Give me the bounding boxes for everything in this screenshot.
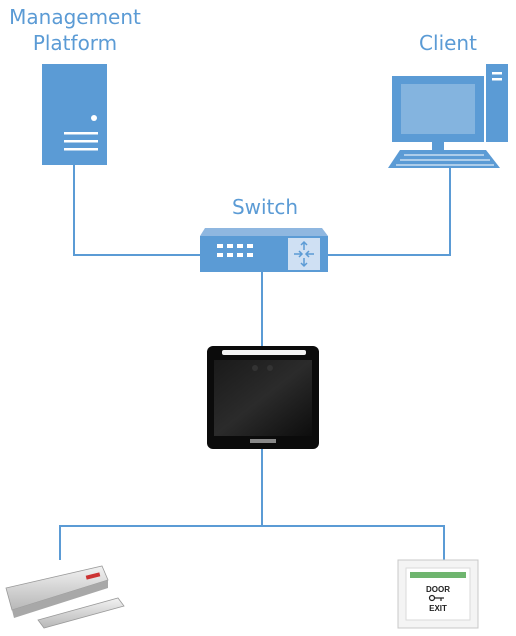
line-server-switch [73,165,208,256]
line-client-switch [320,168,451,256]
face-recognition-terminal-icon [207,346,319,449]
server-icon [42,64,107,165]
management-platform-label: Management Platform [0,4,150,56]
client-label: Client [419,31,477,55]
management-platform-label-line2: Platform [32,31,118,55]
connection-lines [59,165,451,560]
network-switch-icon [200,228,328,272]
desktop-computer-icon [388,64,508,168]
exit-button-door-text: DOOR [426,585,450,594]
exit-button-exit-text: EXIT [429,604,447,613]
line-bus [59,525,445,560]
magnetic-lock-icon [5,565,125,629]
switch-label: Switch [231,195,299,219]
management-platform-label-line1: Management [9,5,141,29]
door-exit-button-icon: DOOR EXIT [397,559,479,629]
